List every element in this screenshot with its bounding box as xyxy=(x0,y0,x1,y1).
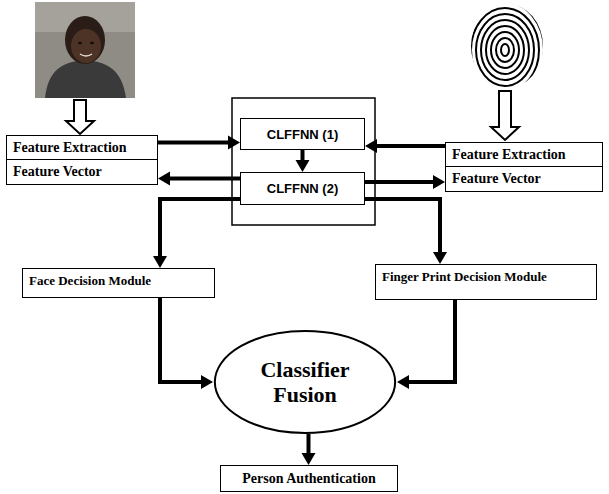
photo-background xyxy=(35,2,135,98)
connector xyxy=(397,300,455,389)
box-label: Person Authentication xyxy=(242,471,375,487)
arrow-head xyxy=(433,252,447,264)
box-label: Face Decision Module xyxy=(29,273,151,289)
box-label: Feature Extraction xyxy=(13,140,127,156)
network-container xyxy=(232,98,375,225)
fingerprint-ridge xyxy=(466,2,544,98)
box-label: Finger Print Decision Module xyxy=(382,269,547,285)
connector xyxy=(365,175,445,189)
fusion-ellipse: Classifier Fusion xyxy=(213,330,397,434)
arrow-head xyxy=(302,453,316,465)
photo-body xyxy=(45,60,126,98)
connector-line xyxy=(168,177,240,181)
face-photo xyxy=(35,2,135,98)
connector-line xyxy=(160,199,240,258)
connector-line xyxy=(158,141,230,145)
feature-vector-box: Feature Vector xyxy=(445,166,603,192)
connector xyxy=(158,172,240,186)
connector xyxy=(365,139,445,153)
connector-line xyxy=(160,298,203,382)
box-label: CLFFNN (1) xyxy=(267,127,339,142)
connector xyxy=(365,199,447,264)
fingerprint xyxy=(466,2,544,98)
photo-smile xyxy=(80,54,92,56)
connector-line xyxy=(307,434,311,455)
photo-eye xyxy=(78,42,82,45)
connector-line xyxy=(407,300,455,382)
connector xyxy=(153,199,240,268)
fingerprint-ridge xyxy=(471,8,539,92)
connector xyxy=(302,434,316,465)
arrow-head xyxy=(365,139,377,153)
box-label: Feature Extraction xyxy=(452,147,566,163)
arrow-head xyxy=(201,375,213,389)
box-label: Feature Vector xyxy=(452,171,541,187)
box-label: CLFFNN (2) xyxy=(267,181,339,196)
fingerprint-ridge xyxy=(476,14,534,86)
decision-module-box: Face Decision Module xyxy=(22,268,215,298)
arrow-head xyxy=(296,160,310,172)
connector-line xyxy=(365,199,440,254)
feature-extraction-box: Feature Extraction xyxy=(6,135,158,160)
arrow-head xyxy=(228,136,240,150)
fingerprint-ridge xyxy=(491,32,519,68)
decision-module-box: Finger Print Decision Module xyxy=(375,264,597,300)
photo-hair xyxy=(65,16,105,64)
fusion-label: Classifier Fusion xyxy=(245,357,365,408)
arrow-head xyxy=(397,375,409,389)
hollow-arrow xyxy=(491,91,519,140)
network-box: CLFFNN (2) xyxy=(240,172,365,205)
arrow-head xyxy=(153,256,167,268)
connector xyxy=(160,298,213,389)
photo-eye xyxy=(90,42,94,45)
hollow-arrow xyxy=(66,100,94,134)
ellipse-shape xyxy=(215,331,395,433)
network-box: CLFFNN (1) xyxy=(240,118,365,150)
fingerprint-ridge xyxy=(496,38,514,62)
photo-face xyxy=(71,29,101,63)
connector-line xyxy=(365,180,435,184)
fingerprint-ridge xyxy=(501,44,509,56)
box-label: Feature Vector xyxy=(13,164,102,180)
fingerprint-ridge xyxy=(481,20,529,80)
connector xyxy=(158,136,240,150)
arrow-head xyxy=(433,175,445,189)
feature-vector-box: Feature Vector xyxy=(6,159,158,185)
output-box: Person Authentication xyxy=(220,465,398,492)
connector-line xyxy=(375,144,445,148)
connector xyxy=(296,150,310,172)
feature-extraction-box: Feature Extraction xyxy=(445,142,603,167)
arrow-head xyxy=(158,172,170,186)
fingerprint-ridge xyxy=(486,26,524,74)
